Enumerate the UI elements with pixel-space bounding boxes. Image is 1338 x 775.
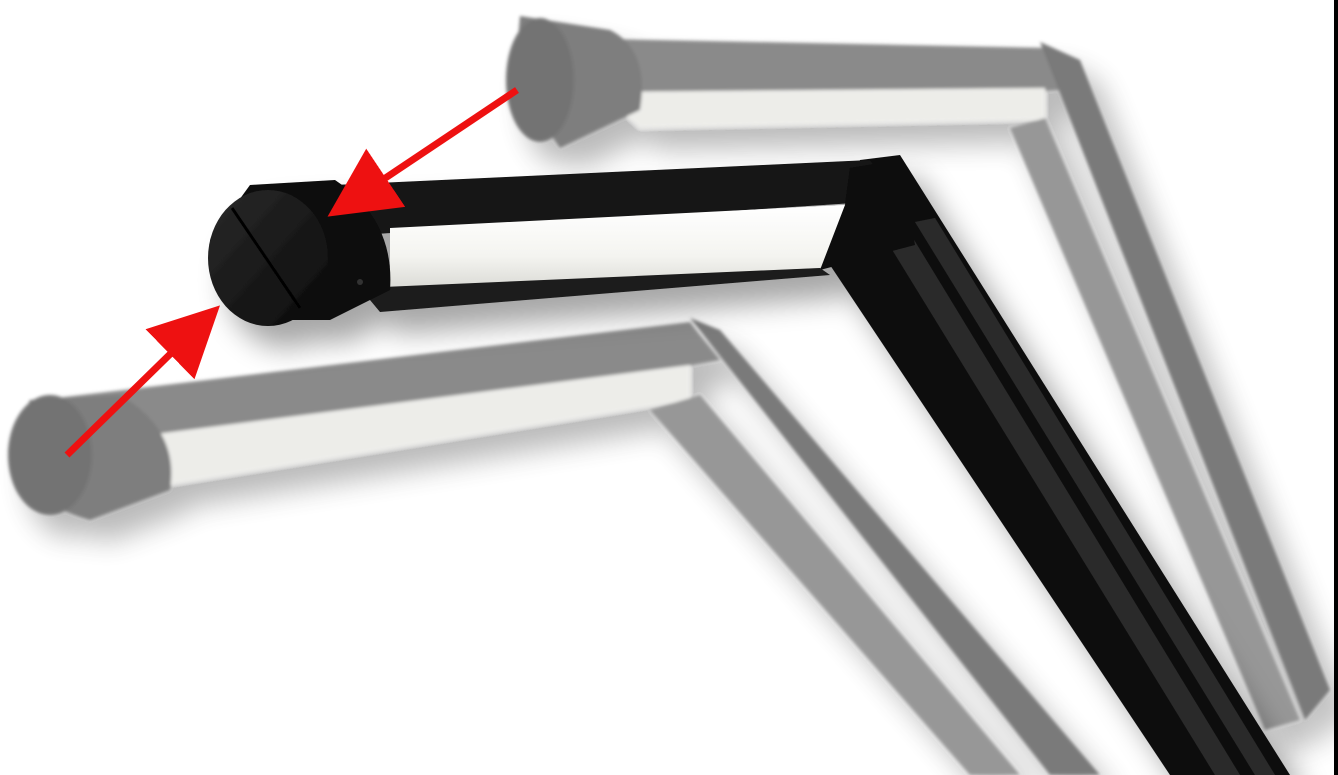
- image-border: [1334, 0, 1338, 775]
